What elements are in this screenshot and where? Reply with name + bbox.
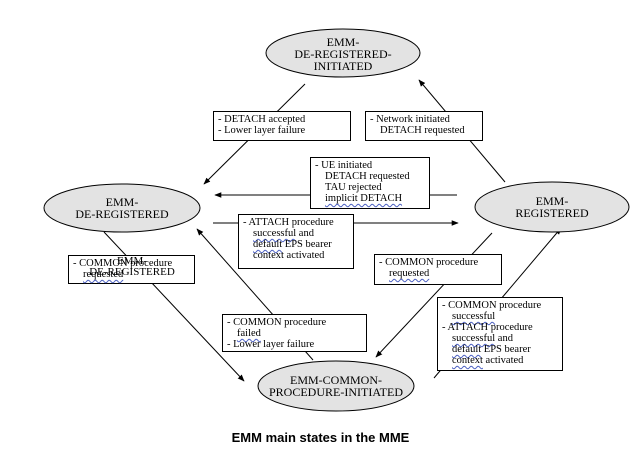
state-common-procedure-ellipse xyxy=(257,360,415,412)
transition-line: and xyxy=(495,333,513,344)
transition-line: EPS bearer xyxy=(481,344,531,355)
transition-line: TAU rejected xyxy=(325,182,382,193)
transition-line: - Lower layer failure xyxy=(227,339,315,350)
transition-line: EPS bearer xyxy=(282,239,332,250)
transition-line: default xyxy=(253,239,283,250)
state-line: EMM- xyxy=(105,195,139,209)
transition-line: - COMMON procedure xyxy=(73,258,173,269)
transition-line: activated xyxy=(482,355,524,366)
transition-line: failed xyxy=(237,328,261,339)
transition-line: successful xyxy=(452,311,496,322)
state-line: EMM-COMMON- xyxy=(289,373,382,387)
transition-line: context activated xyxy=(253,250,325,261)
overlay-line: EMM- xyxy=(117,255,147,267)
transition-common-success: - COMMON procedure successful - ATTACH p… xyxy=(437,297,563,371)
transition-detach-accepted: - DETACH accepted - Lower layer failure xyxy=(213,111,351,141)
state-common-procedure-initiated: EMM-COMMON- PROCEDURE-INITIATED xyxy=(258,374,414,398)
state-deregistered-initiated-ellipse xyxy=(265,28,421,78)
transition-line: and xyxy=(296,228,314,239)
state-line: EMM- xyxy=(326,35,360,49)
transition-line: - ATTACH procedure xyxy=(442,322,533,333)
transition-common-from-registered: - COMMON procedure requested xyxy=(374,254,502,285)
transition-common-from-deregistered: - COMMON procedure requested xyxy=(68,255,195,284)
transition-attach: - ATTACH procedure successful and defaul… xyxy=(238,214,354,269)
transition-line: - COMMON procedure xyxy=(442,300,542,311)
transition-line: - Lower layer failure xyxy=(218,125,306,136)
state-deregistered-ellipse xyxy=(43,183,201,233)
state-line: DE-REGISTERED- xyxy=(294,47,392,61)
transition-line: - ATTACH procedure xyxy=(243,217,334,228)
transition-line: DETACH requested xyxy=(380,125,465,136)
transition-line: successful xyxy=(452,333,496,344)
transition-line: default xyxy=(452,344,482,355)
transition-line: - COMMON procedure xyxy=(379,257,479,268)
arrow-registered-to-common xyxy=(375,232,493,358)
state-line: DE-REGISTERED xyxy=(75,207,169,221)
transition-line: requested xyxy=(83,269,124,280)
state-deregistered: EMM- DE-REGISTERED xyxy=(44,196,200,220)
overlay-line: DE-REGISTERED xyxy=(89,266,175,278)
state-line: REGISTERED xyxy=(515,206,589,220)
figure-caption: EMM main states in the MME xyxy=(231,430,410,445)
transition-line: - UE initiated xyxy=(315,160,373,171)
state-line: EMM- xyxy=(535,194,569,208)
transition-network-detach: - Network initiated DETACH requested xyxy=(365,111,483,141)
transition-line: successful xyxy=(253,228,297,239)
transition-line: requested xyxy=(389,268,430,279)
overlapping-state-label: EMM- DE-REGISTERED xyxy=(70,256,194,278)
transition-line: - COMMON procedure xyxy=(227,317,327,328)
state-line: PROCEDURE-INITIATED xyxy=(269,385,403,399)
state-deregistered-initiated: EMM- DE-REGISTERED- INITIATED xyxy=(266,36,420,72)
transition-line: implicit DETACH xyxy=(325,193,403,204)
transition-ue-detach: - UE initiated DETACH requested TAU reje… xyxy=(310,157,430,209)
transition-line: DETACH requested xyxy=(325,171,410,182)
state-registered: EMM- REGISTERED xyxy=(475,195,629,219)
transition-line: context xyxy=(452,355,483,366)
state-line: INITIATED xyxy=(313,59,373,73)
state-registered-ellipse xyxy=(474,181,630,233)
transition-line: - Network initiated xyxy=(370,114,450,125)
transition-line: - DETACH accepted xyxy=(218,114,306,125)
transition-common-failed: - COMMON procedure failed - Lower layer … xyxy=(222,314,367,352)
